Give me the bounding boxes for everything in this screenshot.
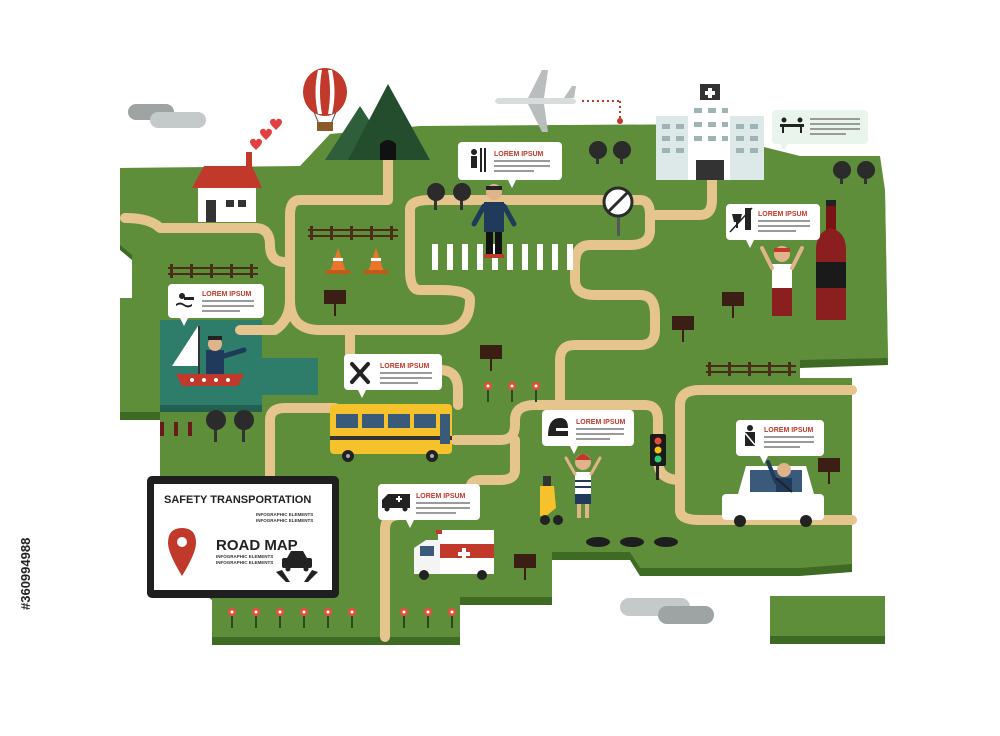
no-entry-sign (602, 186, 634, 236)
cloud-bottom-right (620, 598, 714, 624)
tools-icon (350, 362, 370, 384)
tablet-subtitle-2: INFOGRAPHIC ELEMENTS (256, 518, 313, 523)
ambulance (414, 530, 494, 580)
tablet-subtitle-3: INFOGRAPHIC ELEMENTS (216, 554, 273, 559)
school-bus (330, 404, 452, 462)
white-car (722, 460, 824, 527)
pedestrian-crossing-icon (471, 148, 486, 172)
tablet-title: SAFETY TRANSPORTATION (164, 494, 311, 506)
cheering-man (760, 246, 804, 316)
flowers (228, 382, 540, 628)
sailboat (172, 326, 247, 386)
callout-seatbelt-title: LOREM IPSUM (764, 427, 814, 434)
hot-air-balloon (303, 68, 347, 131)
callout-helmet-title: LOREM IPSUM (576, 419, 626, 426)
car-in-hands-icon (276, 551, 318, 582)
callout-alcohol-title: LOREM IPSUM (758, 211, 808, 218)
ambulance-icon (382, 494, 410, 512)
callout-stretcher (772, 110, 868, 150)
callout-alcohol: LOREM IPSUM (726, 204, 820, 248)
callout-ambulance-title: LOREM IPSUM (416, 493, 466, 500)
traffic-light (650, 434, 666, 480)
callout-seatbelt: LOREM IPSUM (736, 420, 824, 464)
tablet-subtitle-1: INFOGRAPHIC ELEMENTS (256, 512, 313, 517)
callout-tools-title: LOREM IPSUM (380, 363, 430, 370)
girl-figure (564, 454, 602, 518)
callout-swimming: LOREM IPSUM (168, 284, 264, 326)
callout-pedestrian: LOREM IPSUM (458, 142, 562, 188)
heart-icons (250, 118, 282, 150)
stretcher-icon (780, 117, 804, 133)
callout-ambulance: LOREM IPSUM (378, 484, 480, 528)
tablet-subtitle-4: INFOGRAPHIC ELEMENTS (216, 560, 273, 565)
seatbelt-icon (744, 425, 756, 446)
mountains (325, 84, 430, 160)
helmet-icon (548, 418, 568, 436)
fence-posts (170, 226, 791, 376)
pedestrian-man (471, 184, 517, 258)
tablet-panel: SAFETY TRANSPORTATION INFOGRAPHIC ELEMEN… (147, 476, 339, 598)
scooter (540, 476, 563, 525)
callout-tools: LOREM IPSUM (344, 354, 442, 398)
tablet-road-map-title: ROAD MAP (216, 537, 298, 554)
airplane (495, 70, 623, 132)
swimmer-icon (176, 293, 194, 308)
callout-pedestrian-title: LOREM IPSUM (494, 151, 544, 158)
no-drink-driving-icon (729, 207, 753, 233)
stock-id-text: #360994988 (18, 538, 33, 610)
traffic-cones (326, 248, 388, 274)
callout-swimming-title: LOREM IPSUM (202, 291, 252, 298)
hospital-building (656, 84, 764, 180)
map-pin-icon (168, 528, 196, 576)
sign-posts (324, 290, 840, 580)
house (192, 152, 262, 222)
bushes (586, 537, 678, 547)
wine-bottle (816, 200, 846, 320)
callout-helmet: LOREM IPSUM (542, 410, 634, 454)
trees (206, 141, 875, 442)
cloud-left (128, 104, 206, 128)
reeds (160, 422, 192, 436)
